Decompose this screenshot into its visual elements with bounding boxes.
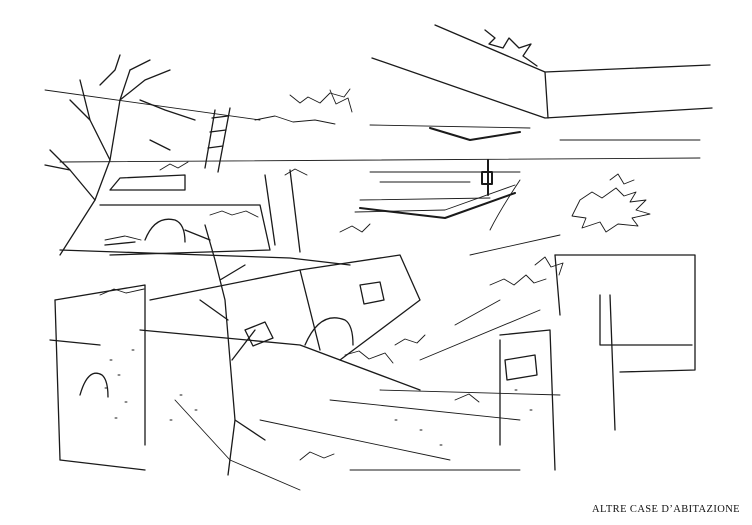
central-house xyxy=(139,254,421,391)
bare-tree-left xyxy=(44,54,196,256)
pier-platform xyxy=(359,127,521,219)
right-house xyxy=(499,254,696,471)
tall-post xyxy=(204,107,301,253)
caption: ALTRE CASE D’ABITAZIONE xyxy=(592,504,740,515)
foreground-terrain xyxy=(174,179,561,491)
bare-tree-center xyxy=(184,224,266,476)
foliage-scribbles xyxy=(99,88,651,461)
left-building xyxy=(59,174,351,266)
horizon-lines xyxy=(44,89,701,213)
stippling xyxy=(104,349,533,446)
roof-overhang xyxy=(371,24,713,119)
left-house xyxy=(49,284,146,471)
